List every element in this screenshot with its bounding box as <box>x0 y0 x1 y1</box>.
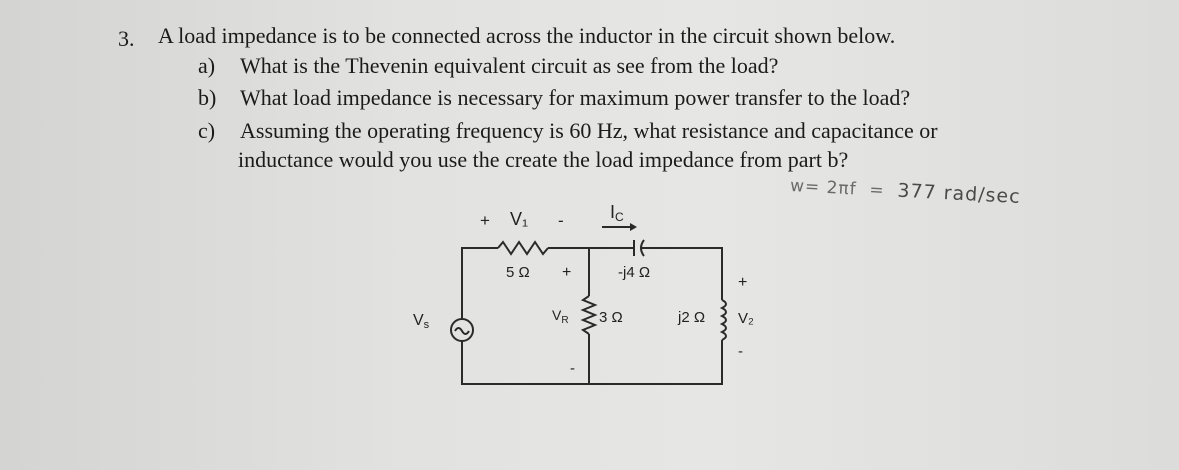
part-b-text: What load impedance is necessary for max… <box>240 85 911 110</box>
v2-plus: + <box>738 274 747 291</box>
wire-top-right <box>642 247 723 300</box>
resistor-3-ohm <box>580 295 598 335</box>
part-b-label: b) <box>198 85 217 110</box>
v1-minus: - <box>558 211 564 230</box>
v1-label: V₁ <box>510 209 528 229</box>
capacitor-plate-right <box>640 239 645 257</box>
r5-label: 5 Ω <box>506 264 530 281</box>
inductor-j2-ohm <box>719 299 727 341</box>
part-c: c) Assuming the operating frequency is 60… <box>198 118 938 144</box>
source-subscript: s <box>424 319 430 331</box>
vr-letter: V <box>552 307 562 323</box>
inductor-label: j2 Ω <box>677 309 705 326</box>
vr-minus: - <box>570 360 575 377</box>
ic-subscript: C <box>615 210 624 224</box>
v2-minus: - <box>738 343 743 360</box>
ic-letter: I <box>610 202 615 222</box>
source-letter: V <box>413 312 424 329</box>
part-c-continuation: inductance would you use the create the … <box>238 147 849 172</box>
ac-source <box>450 318 474 342</box>
vr-subscript: R <box>561 315 568 326</box>
r3-label: 3 Ω <box>599 309 623 326</box>
resistor-5-ohm <box>497 240 549 256</box>
capacitor-label: -j4 Ω <box>618 264 650 281</box>
ic-label: IC <box>610 202 624 224</box>
v1-plus: + <box>480 211 490 230</box>
wire-left-top <box>461 247 498 320</box>
ic-arrow-head-icon <box>630 223 637 231</box>
v2-label: V₂ <box>738 310 754 327</box>
part-c-text: Assuming the operating frequency is 60 H… <box>240 118 938 143</box>
part-a-label: a) <box>198 53 216 78</box>
r5-plus: + <box>562 264 571 281</box>
wire-bottom <box>461 340 723 385</box>
problem-intro: A load impedance is to be connected acro… <box>158 23 896 48</box>
problem-number: 3. <box>118 26 135 51</box>
ac-source-wave-icon <box>454 327 470 335</box>
part-a-text: What is the Thevenin equivalent circuit … <box>240 53 779 78</box>
source-label: Vs <box>413 312 430 331</box>
vr-label: VR <box>552 307 569 326</box>
part-b: b) What load impedance is necessary for m… <box>198 85 910 111</box>
part-a: a) What is the Thevenin equivalent circui… <box>198 53 778 79</box>
part-c-label: c) <box>198 118 216 143</box>
